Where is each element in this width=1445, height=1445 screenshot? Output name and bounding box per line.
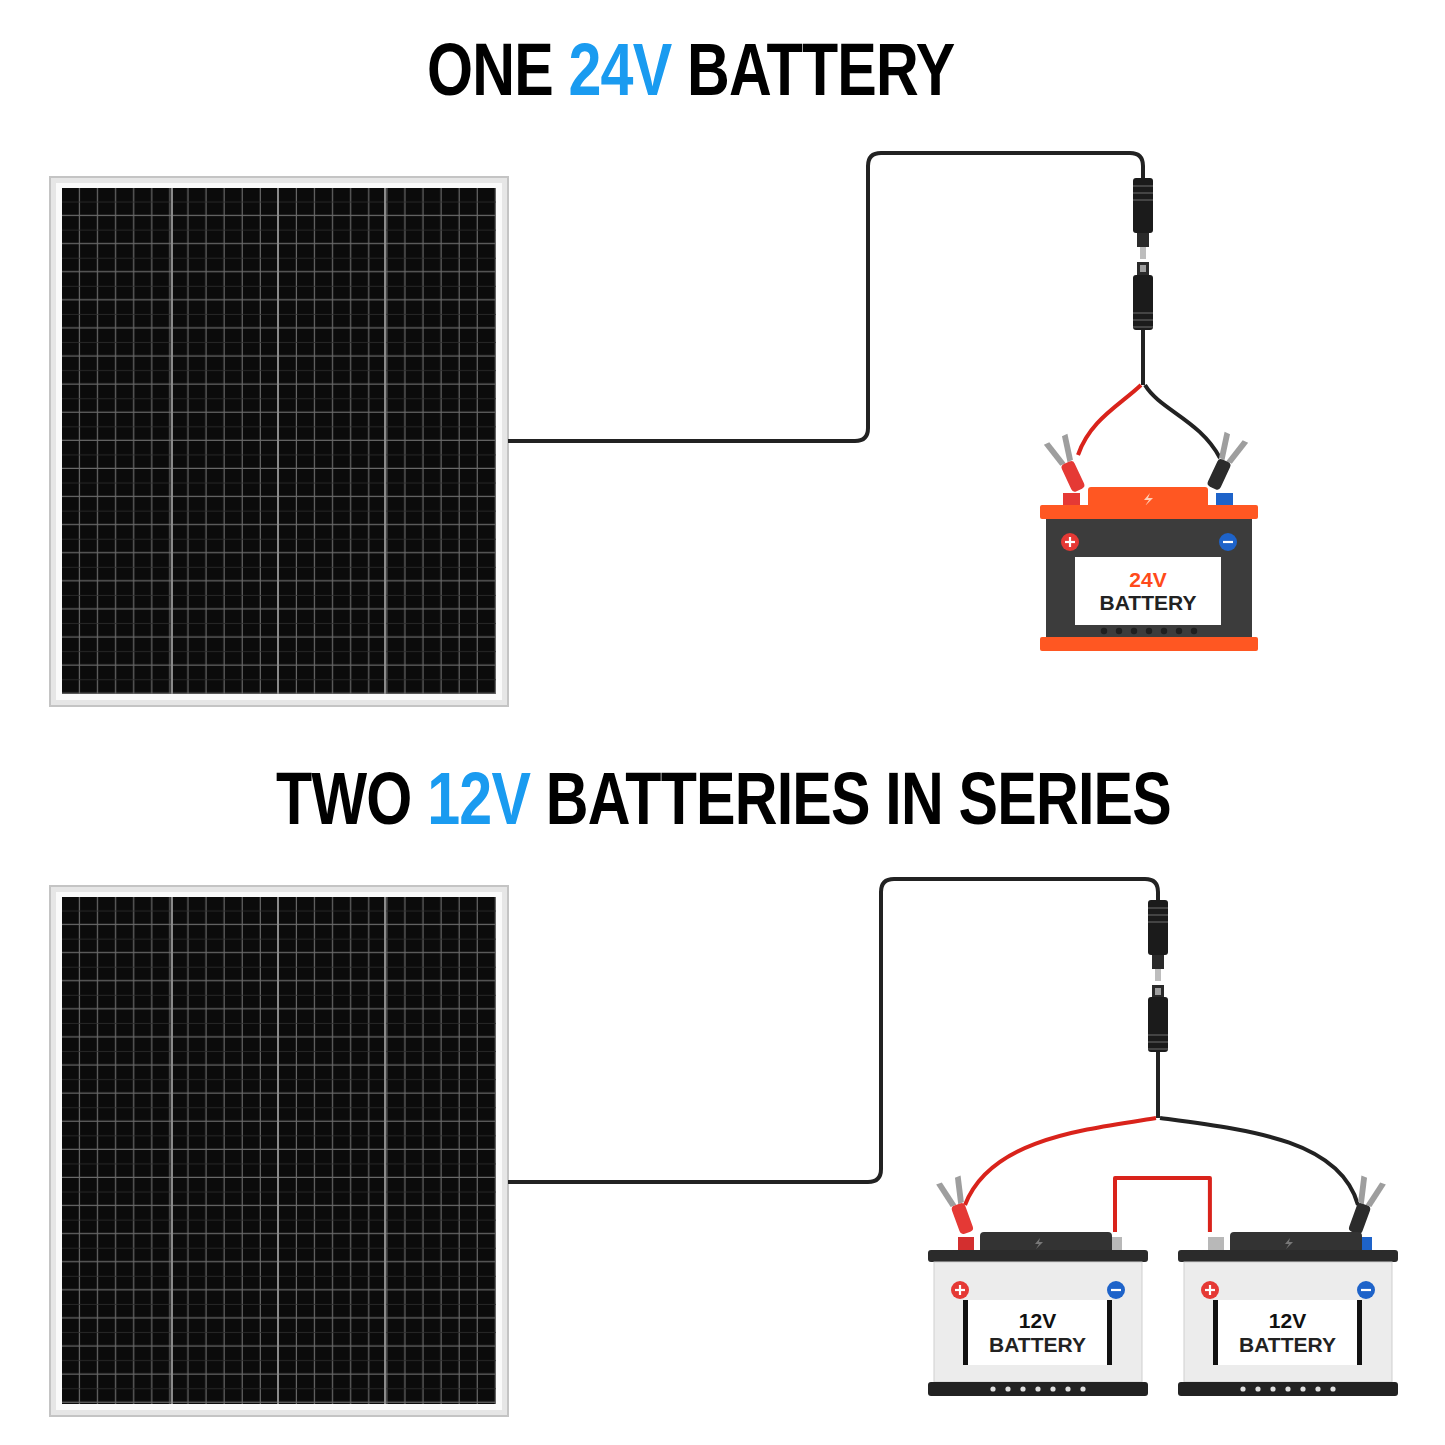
text-word: SERIES: [943, 757, 1171, 840]
text-word: 12V: [1019, 1309, 1056, 1332]
text-word: 24V: [553, 28, 672, 111]
solar-panel: [50, 886, 508, 1416]
alligator-clip: [1201, 432, 1248, 494]
battery-label: 24V BATTERY: [1081, 557, 1215, 625]
section-heading-wrap: TWO 12V BATTERIES IN SERIES: [23, 762, 1423, 836]
text-word: 12V: [411, 757, 530, 840]
text-word: BATTERY: [1239, 1333, 1336, 1356]
section-heading: TWO 12V BATTERIES IN SERIES: [275, 762, 1170, 836]
solar-panel: [50, 177, 508, 706]
text-word: BATTERY: [672, 28, 955, 111]
battery: 12V BATTERY: [928, 1232, 1148, 1398]
heading: ONE 24V BATTERY: [427, 33, 954, 107]
text-word: 24V: [1129, 568, 1166, 591]
text-word: 12V: [1269, 1309, 1306, 1332]
text-word: BATTERY: [989, 1333, 1086, 1356]
text-word: BATTERIES: [530, 757, 870, 840]
red-wire: [965, 1118, 1156, 1205]
red-wire: [1078, 385, 1141, 455]
battery-label: 12V BATTERY: [969, 1300, 1106, 1365]
panel-cable: [508, 153, 1143, 441]
jumper-wire: [1115, 1178, 1210, 1232]
black-wire: [1145, 385, 1220, 458]
battery-label: 12V BATTERY: [1219, 1300, 1356, 1365]
battery: 12V BATTERY: [1178, 1232, 1398, 1398]
battery: 24V BATTERY: [1038, 485, 1260, 653]
text-word: ONE: [427, 28, 553, 111]
alligator-clip: [1342, 1176, 1386, 1238]
heading-wrap: ONE 24V BATTERY: [0, 33, 1391, 107]
text-word: TWO: [275, 757, 411, 840]
text-word: BATTERY: [1100, 591, 1197, 614]
sae-connector: [1133, 178, 1153, 330]
text-word: IN: [869, 757, 942, 840]
black-wire: [1160, 1118, 1358, 1205]
sae-connector: [1148, 900, 1168, 1052]
alligator-clip: [1044, 434, 1091, 496]
alligator-clip: [936, 1176, 980, 1238]
